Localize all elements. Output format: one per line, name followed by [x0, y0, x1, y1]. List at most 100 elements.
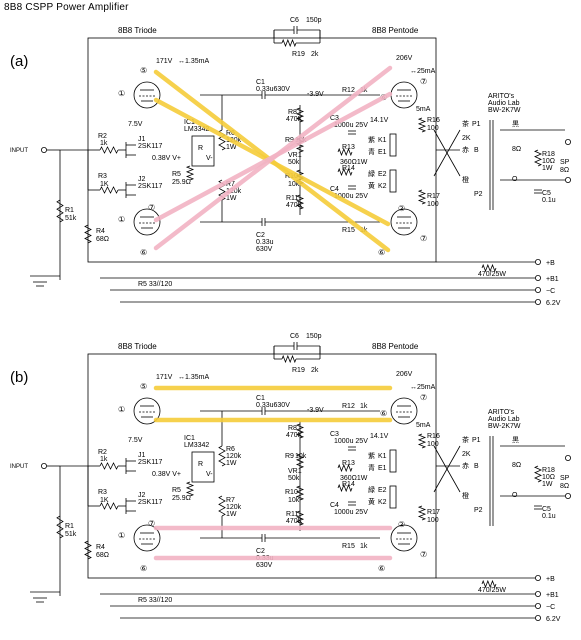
label-input: INPUT: [10, 464, 28, 470]
label-brown: 茶: [462, 435, 469, 444]
label-k2k: 2K: [462, 135, 471, 142]
label-v171: 171V: [156, 374, 173, 381]
resistor-symbol: [281, 354, 297, 364]
ic-box: [191, 135, 215, 167]
label-c6v: 150p: [306, 17, 322, 24]
label-r470: 470/25W: [478, 587, 506, 594]
label-pin2: ②: [398, 520, 405, 529]
label-r19v: 2k: [311, 51, 319, 58]
label-input: INPUT: [10, 148, 28, 154]
label-blue: 青: [368, 147, 375, 156]
label-c2w: 630V: [256, 562, 273, 569]
label-pin7: ⑦: [148, 203, 155, 212]
label-r12: R12: [342, 403, 355, 410]
terminal: [41, 146, 48, 153]
label-r5v: 25.9Ω: [172, 495, 191, 502]
label-i5: 5mA: [416, 106, 431, 113]
label-r18v: 10Ω: [542, 158, 555, 165]
label-pin5: ⑤: [140, 382, 147, 391]
label-pin6: ⑥: [380, 409, 387, 418]
resistor-symbol: [99, 146, 119, 154]
label-pin6: ⑥: [140, 248, 147, 257]
label-c5: C5: [542, 506, 551, 513]
label-r16v: 100: [427, 125, 439, 132]
label-r4v: 68Ω: [96, 552, 109, 559]
resistor-symbol: [185, 481, 195, 497]
label-r9: R9: [285, 453, 294, 460]
label-r17: R17: [427, 509, 440, 516]
label-vm: V-: [206, 471, 213, 478]
label-r3v: 1K: [100, 181, 109, 188]
label-r8v: 470K: [286, 116, 303, 123]
label-pin7: ⑦: [420, 393, 427, 402]
label-v75: 7.5V: [128, 121, 143, 128]
resistor-symbol: [99, 462, 119, 470]
label-aud1: ARITO's: [488, 409, 515, 416]
label-pin1: ①: [118, 215, 125, 224]
label-k2: K2: [378, 183, 387, 190]
label-r7v: 120k: [226, 504, 242, 511]
resistor-symbol: [295, 423, 305, 439]
label-r7w: 1W: [226, 511, 237, 518]
label-c4v: 1000u 25V: [334, 509, 368, 516]
resistor-symbol: [295, 107, 305, 123]
label-e1: E1: [378, 465, 387, 472]
label-r7: R7: [226, 181, 235, 188]
label-r3v: 1K: [100, 497, 109, 504]
pentode-tube-lower: [390, 524, 418, 552]
triode-tube-upper: [133, 81, 161, 109]
resistor-symbol: [337, 147, 353, 157]
label-j2: J2: [138, 176, 146, 183]
label-r7: R7: [226, 497, 235, 504]
pentode-tube-upper: [390, 81, 418, 109]
terminal: [565, 138, 572, 145]
terminal: [535, 258, 542, 265]
label-r4v: 68Ω: [96, 236, 109, 243]
label-orange: 橙: [462, 491, 469, 500]
terminal: [535, 614, 542, 621]
label-aud3: BW-2K7W: [488, 107, 521, 114]
label-red: 赤: [462, 146, 469, 154]
label-vr: R: [198, 145, 203, 152]
label-r11v: 470K: [286, 202, 303, 209]
panel-label: (a): [10, 53, 28, 70]
resistor-symbol: [218, 495, 226, 517]
label-r6: R6: [226, 130, 235, 137]
label-r1314v: 360Ω1W: [340, 159, 368, 166]
label-v171: 171V: [156, 58, 173, 65]
label-vp: 0.38V V+: [152, 471, 181, 478]
pentode-tube-lower: [390, 208, 418, 236]
label-r18v: 10Ω: [542, 474, 555, 481]
terminal: [535, 574, 542, 581]
label-r3: R3: [98, 173, 107, 180]
label-p2: P2: [474, 191, 483, 198]
label-c3: C3: [330, 115, 339, 122]
label-c2v: 0.33u: [256, 239, 274, 246]
label-v141: 14.1V: [370, 433, 389, 440]
label-vr: R: [198, 461, 203, 468]
label-j2v: 2SK117: [138, 183, 162, 190]
heater-terminal: [389, 169, 397, 193]
resistor-symbol: [99, 502, 119, 510]
label-k1: K1: [378, 453, 387, 460]
label-pin6: ⑥: [140, 564, 147, 573]
label-c1v: 0.33u630V: [256, 86, 290, 93]
triode-tube-lower: [133, 524, 161, 552]
ic-box: [191, 451, 215, 483]
label-c5: C5: [542, 190, 551, 197]
label-r19: R19: [292, 51, 305, 58]
label-r5v: 25.9Ω: [172, 179, 191, 186]
label-r12: R12: [342, 87, 355, 94]
label-c3v: 1000u 25V: [334, 438, 368, 445]
label-green: 緑: [368, 169, 375, 178]
resistor-symbol: [185, 165, 195, 181]
label-r19: R19: [292, 367, 305, 374]
label-r8v: 470K: [286, 432, 303, 439]
label-pin7: ⑦: [420, 234, 427, 243]
label-k2k: 2K: [462, 451, 471, 458]
label-vm: V-: [206, 155, 213, 162]
label-r5b: R5 33//120: [138, 597, 172, 604]
label-r2: R2: [98, 449, 107, 456]
label-r5: R5: [172, 171, 181, 178]
